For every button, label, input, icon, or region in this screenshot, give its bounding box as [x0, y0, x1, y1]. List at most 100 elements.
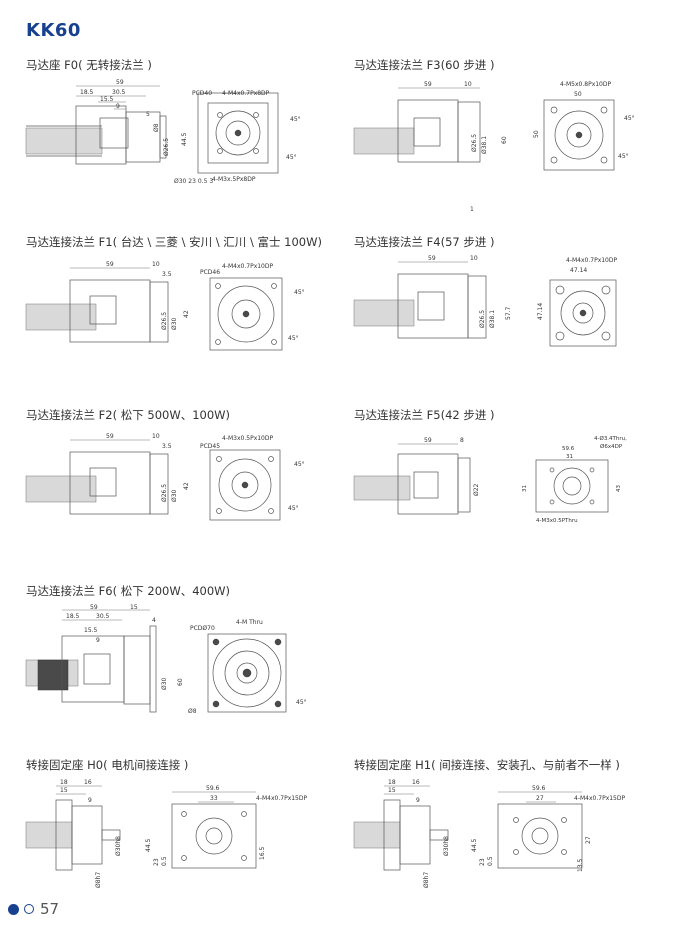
drawing-f6-front: PCDØ70 4-M Thru 45° [190, 619, 312, 734]
dim-f3-0: 59 [424, 81, 432, 88]
angle-f1-a: 45° [294, 289, 305, 296]
dim-f3-extra: 1 [470, 206, 474, 213]
pcd-f2: PCD45 [200, 443, 220, 450]
filled-dot-icon [8, 903, 19, 915]
w-f5: 59.6 [562, 446, 575, 452]
dim-f1-5: 42 [183, 310, 190, 318]
h-f3: 50 [533, 130, 540, 138]
note-f1: 4-M4x0.7Px10DP [222, 263, 273, 270]
angle-f3-b: 45° [618, 153, 629, 160]
dim-f0-10: 23 [188, 178, 196, 185]
dim-f0-11: 0.5 [197, 178, 208, 185]
dim-f0-6: Ø8 [153, 123, 160, 132]
angle-f3-a: 45° [624, 115, 635, 122]
dim-f0-4: 9 [116, 103, 120, 110]
note-f3: 4-M5x0.8Px10DP [560, 81, 611, 88]
dim-f2-2: 3.5 [162, 443, 172, 450]
dim-h1-5: 44.5 [471, 838, 478, 852]
dim-f0-8: Ø30 [174, 178, 187, 185]
angle-f6: 45° [296, 699, 307, 706]
note-h0: 4-M4x0.7Px15DP [256, 795, 307, 802]
section-title-f1: 马达连接法兰 F1( 台达 \ 三菱 \ 安川 \ 汇川 \ 富士 100W) [26, 235, 322, 249]
note-f6: 4-M Thru [236, 619, 263, 626]
section-title-f2: 马达连接法兰 F2( 松下 500W、100W) [26, 408, 231, 422]
dim-f3-1: 10 [464, 81, 472, 88]
dim-h0-0: 18 [60, 779, 68, 786]
dim-f1-1: 10 [152, 261, 160, 268]
dim-h0-1: 16 [84, 779, 92, 786]
dim-f3-5: 60 [501, 136, 508, 144]
dim-f0-1: 18.5 [80, 89, 94, 96]
dim-f1-2: 3.5 [162, 271, 172, 278]
dim-f6-2: 4 [152, 617, 156, 624]
dim-f6-5: 15.5 [84, 627, 98, 634]
dim-f6-6: 9 [96, 637, 100, 644]
drawing-f5-side: 59 8 Ø22 [353, 437, 514, 534]
h-f5: 43 [616, 485, 622, 492]
note-f5-c: 4-M3x0.5PThru [536, 518, 578, 524]
note-f4: 4-M4x0.7Px10DP [566, 257, 617, 264]
dim-f2-5: 42 [183, 482, 190, 490]
section-title-f3: 马达连接法兰 F3(60 步进 ) [354, 58, 495, 72]
dim-f6-7: Ø8 [188, 708, 197, 715]
section-title-h1: 转接固定座 H1( 间接连接、安装孔、与前者不一样 ) [354, 758, 620, 772]
section-title-f6: 马达连接法兰 F6( 松下 200W、400W) [26, 584, 231, 598]
dim-f4-4: 57.7 [505, 306, 512, 320]
dim-h0-8: Ø8h7 [95, 872, 102, 888]
dim-h0-2: 15 [60, 787, 68, 794]
dim-f0-2: 30.5 [112, 89, 126, 96]
page-number: 57 [40, 900, 60, 918]
dim-f0-9: 44.5 [181, 132, 188, 146]
dim-f0-5: 5 [146, 111, 150, 118]
dim-f1-3: Ø26.5 [161, 312, 168, 330]
drawing-h1-side: 18 16 15 9 Ø30h8 Ø8h7 [353, 779, 484, 894]
drawing-f2-front: PCD45 4-M3x0.5Px10DP 45° 45° [200, 434, 310, 538]
note-f2: 4-M3x0.5Px10DP [222, 435, 273, 442]
angle-f1-b: 45° [288, 335, 299, 342]
dim-f0-3: 15.5 [100, 96, 114, 103]
note-h1: 4-M4x0.7Px15DP [574, 795, 625, 802]
drawing-f3-front: 4-M5x0.8Px10DP 50 50 45° 45° [533, 80, 650, 194]
dim-f2-1: 10 [152, 433, 160, 440]
drawing-h0-side: 18 16 15 9 Ø30h8 Ø8h7 [25, 779, 156, 894]
drawing-f5-front: 4-Ø3.4Thru, Ø6x4DP 59.6 31 43 31 4-M3x0.… [520, 434, 660, 538]
dim-f5-2: Ø22 [473, 483, 480, 496]
dim-f4-2: Ø26.5 [479, 310, 486, 328]
dim-f4-0: 59 [428, 255, 436, 262]
dim-f4-3: Ø38.1 [489, 310, 496, 328]
dim-f2-4: Ø30 [171, 489, 178, 502]
section-title-f5: 马达连接法兰 F5(42 步进 ) [354, 408, 495, 422]
drawing-f2-side: 59 10 3.5 Ø26.5 Ø30 42 [25, 432, 196, 546]
dim-h1-2: 15 [388, 787, 396, 794]
dim-f6-extra: Ø8 [188, 708, 197, 715]
page-footer: 57 [8, 900, 59, 918]
dim-f6-1: 15 [130, 604, 138, 611]
dim-h0-4: Ø30h8 [115, 836, 122, 856]
pcd-f6: PCDØ70 [190, 625, 215, 632]
dim-h1-4: Ø30h8 [443, 836, 450, 856]
dim-h0-5: 44.5 [145, 838, 152, 852]
dim-f3-3: Ø26.5 [471, 134, 478, 152]
dim-f1-0: 59 [106, 261, 114, 268]
w-f4: 47.14 [570, 267, 587, 274]
note-f0-b: 4-M3x.5Px8DP [212, 176, 256, 183]
dim-f5-1: 8 [460, 437, 464, 444]
dim-f4-1: 10 [470, 255, 478, 262]
section-title-f0: 马达座 F0( 无转接法兰 ) [26, 58, 152, 72]
drawing-f4-side: 59 10 Ø26.5 Ø38.1 57.7 [353, 255, 524, 370]
note-f5-b: Ø6x4DP [600, 443, 623, 450]
note-f5-a: 4-Ø3.4Thru, [594, 435, 627, 442]
pcd-f0: PCD40 [192, 90, 212, 97]
note-f0-a: 4-M4x0.7Px8DP [222, 90, 270, 97]
dim-h0-7: 0.5 [161, 856, 168, 866]
w-h0: 59.6 [206, 785, 220, 792]
dim-h1-7: 0.5 [487, 856, 494, 866]
drawing-f3-side: 59 10 Ø26.5 Ø38.1 60 [353, 80, 524, 194]
drawing-f0-front: PCD40 4-M4x0.7Px8DP 4-M3x.5Px8DP 45° 45° [192, 85, 308, 189]
dim-h1-1: 16 [412, 779, 420, 786]
w2-h1: 27 [536, 795, 544, 802]
w2-h0: 33 [210, 795, 218, 802]
pcd-f1: PCD46 [200, 269, 220, 276]
dim-f3-2: 1 [470, 206, 474, 213]
angle-f2-a: 45° [294, 461, 305, 468]
